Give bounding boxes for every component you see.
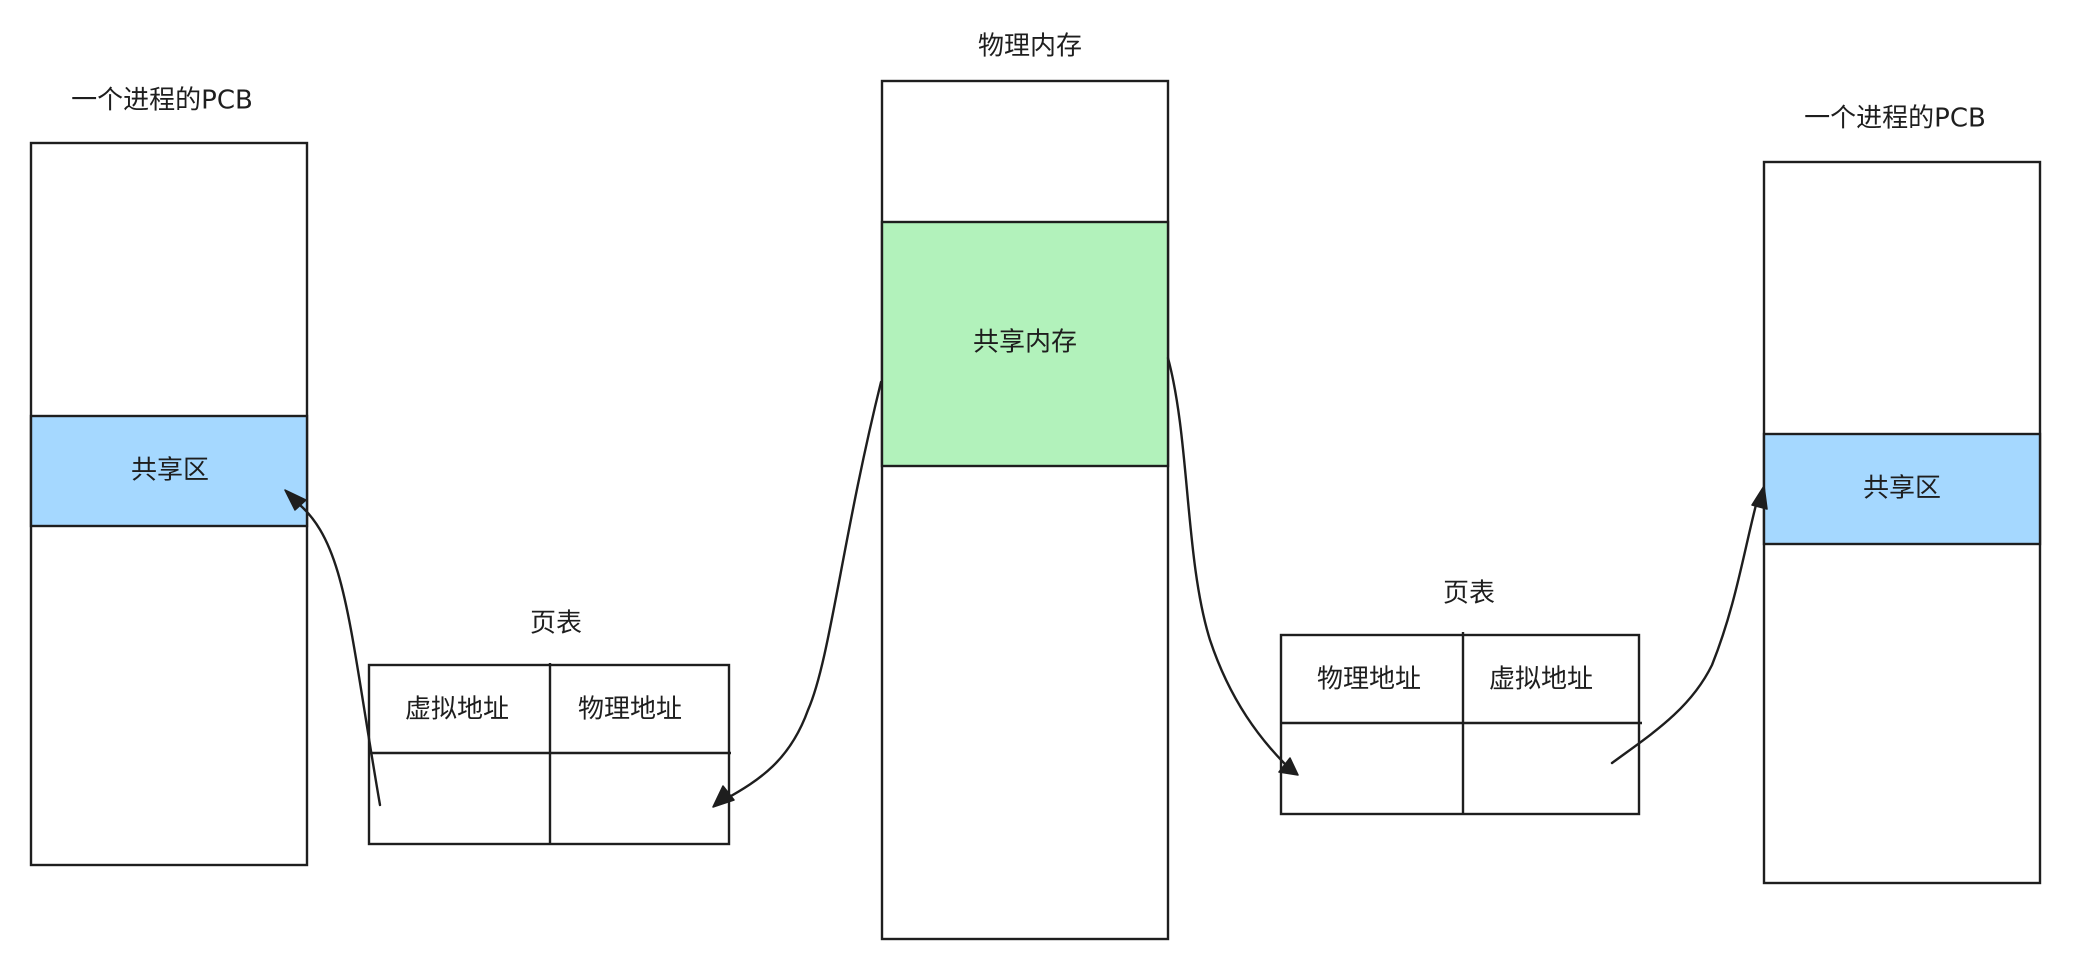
- right-page-table-col1-header: 物理地址: [1317, 665, 1421, 695]
- right-page-table-title: 页表: [1443, 579, 1495, 609]
- right-page-table-cell-physical: [1282, 724, 1462, 813]
- arrow-memory-to-right-table: [1166, 356, 1299, 776]
- physical-memory: 物理内存 共享内存: [880, 32, 1170, 941]
- physical-memory-box: [880, 79, 1170, 941]
- left-page-table-cell-physical: [551, 754, 728, 843]
- arrow-right-table-to-right-shared: [1610, 485, 1768, 765]
- right-page-table-col2-header: 虚拟地址: [1489, 665, 1593, 695]
- left-page-table-cell-virtual: [370, 754, 549, 843]
- left-page-table-title: 页表: [530, 609, 582, 639]
- arrowhead-left-table: [712, 785, 735, 808]
- physical-memory-shared-label: 共享内存: [973, 328, 1077, 358]
- left-page-table-col1-header: 虚拟地址: [405, 695, 509, 725]
- right-page-table-box: [1279, 633, 1641, 816]
- left-process-shared-label: 共享区: [131, 456, 209, 486]
- left-page-table-col2-header: 物理地址: [578, 695, 682, 725]
- left-process-shared-region: [29, 414, 309, 528]
- arrowhead-right-shared: [1751, 485, 1768, 510]
- arrowhead-right-table: [1278, 757, 1299, 776]
- right-page-table-cell-virtual: [1464, 724, 1638, 813]
- left-page-table: 页表 虚拟地址 物理地址: [367, 609, 731, 846]
- right-process-shared-region: [1762, 432, 2042, 546]
- physical-memory-shared-region: [880, 220, 1170, 468]
- arrowhead-left-shared: [284, 489, 307, 511]
- right-process-title: 一个进程的PCB: [1804, 104, 1986, 134]
- arrow-left-table-to-left-shared: [284, 489, 382, 807]
- left-process-title: 一个进程的PCB: [71, 86, 253, 116]
- physical-memory-title: 物理内存: [978, 32, 1082, 62]
- right-process-shared-label: 共享区: [1863, 474, 1941, 504]
- arrow-memory-to-left-table: [712, 380, 883, 808]
- left-process-pcb: 一个进程的PCB 共享区: [29, 86, 309, 867]
- right-page-table: 页表 物理地址 虚拟地址: [1279, 579, 1642, 816]
- right-process-pcb: 一个进程的PCB 共享区: [1762, 104, 2042, 885]
